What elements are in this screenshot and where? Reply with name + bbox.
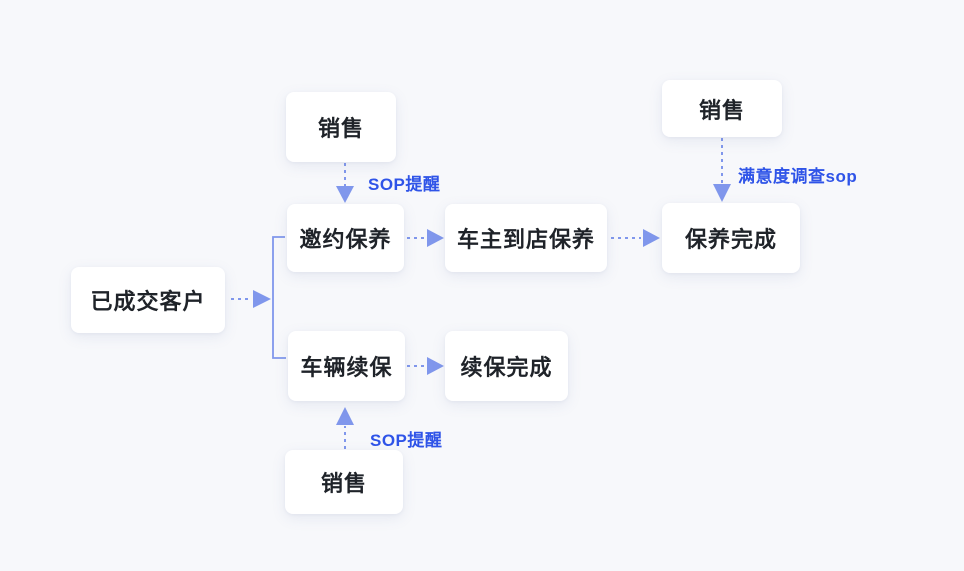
node-invite-maintenance: 邀约保养 — [287, 204, 404, 272]
edge-label-satisfaction-survey: 满意度调查sop — [738, 167, 858, 186]
edge-store-to-complete — [611, 229, 660, 247]
edge-sales-to-complete — [713, 138, 731, 202]
edge-customer-branch — [231, 236, 286, 359]
edge-renewal-to-renewal-complete — [407, 357, 444, 375]
edge-sales-to-invite — [336, 163, 354, 203]
node-owner-store-maintenance: 车主到店保养 — [445, 204, 607, 272]
edge-sales-bottom-to-renewal — [336, 407, 354, 449]
edge-invite-to-store — [407, 229, 444, 247]
edge-label-sop-reminder-bottom: SOP提醒 — [370, 431, 443, 450]
node-vehicle-renewal: 车辆续保 — [288, 331, 405, 401]
edge-label-sop-reminder-top: SOP提醒 — [368, 175, 441, 194]
node-sales-bottom: 销售 — [285, 450, 403, 514]
node-sales-right: 销售 — [662, 80, 782, 137]
node-closed-customer: 已成交客户 — [71, 267, 225, 333]
node-maintenance-complete: 保养完成 — [662, 203, 800, 273]
node-sales-top: 销售 — [286, 92, 396, 162]
node-renewal-complete: 续保完成 — [445, 331, 568, 401]
